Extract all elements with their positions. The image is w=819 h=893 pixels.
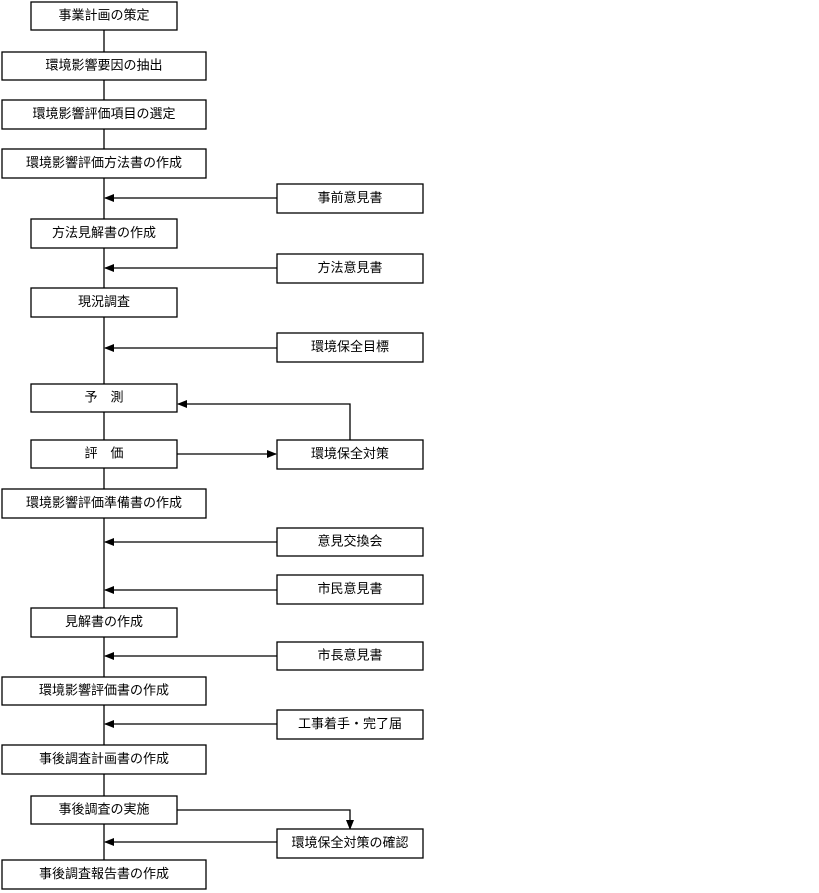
step-box (30, 439, 178, 469)
arrow-m13-to-s9 (176, 809, 354, 830)
step-followup-survey: 事後調査の実施 (30, 795, 178, 825)
step-opinion-document: 見解書の作成 (30, 607, 178, 638)
step-label: 事業計画の策定 (58, 8, 149, 24)
input-pre-opinion: 事前意見書 (276, 183, 424, 214)
step-box (1, 148, 207, 179)
input-label: 環境保全対策の確認 (291, 835, 408, 851)
step-followup-report: 事後調査報告書の作成 (1, 859, 207, 890)
step-preparation-document: 環境影響評価準備書の作成 (1, 488, 207, 519)
step-label: 事後調査報告書の作成 (39, 867, 169, 882)
input-opinion-exchange: 意見交換会 (276, 527, 424, 557)
step-label: 現況調査 (78, 295, 130, 310)
step-label: 事後調査計画書の作成 (39, 751, 169, 767)
input-label: 方法意見書 (317, 260, 382, 276)
step-box (1, 488, 207, 519)
input-box (276, 527, 424, 557)
input-label: 市民意見書 (317, 581, 382, 597)
step-label: 環境影響評価準備書の作成 (26, 495, 182, 511)
input-conservation-goal: 環境保全目標 (276, 332, 424, 363)
step-label: 環境影響評価項目の選定 (32, 106, 175, 122)
main-steps: 事業計画の策定 環境影響要因の抽出 環境影響評価項目の選定 環境影響評価方法書の… (1, 1, 207, 890)
input-measures-confirmation: 環境保全対策の確認 (276, 828, 424, 859)
step-prediction: 予 測 (30, 383, 178, 413)
step-box (30, 218, 178, 249)
step-box (1, 51, 207, 81)
input-box (276, 183, 424, 214)
step-label: 予 測 (84, 391, 123, 406)
step-label: 環境影響評価方法書の作成 (26, 155, 182, 171)
arrow-s4-to-m7 (177, 400, 351, 440)
input-construction-notice: 工事着手・完了届 (276, 709, 424, 740)
step-label: 環境影響要因の抽出 (45, 58, 162, 74)
step-business-plan: 事業計画の策定 (30, 1, 178, 31)
step-box (30, 1, 178, 31)
step-method-opinion: 方法見解書の作成 (30, 218, 178, 249)
side-inputs: 事前意見書 方法意見書 環境保全目標 環境保全対策 意見交換会 市民意見書 市長… (276, 183, 424, 859)
step-box (30, 383, 178, 413)
input-label: 意見交換会 (317, 534, 382, 550)
step-item-selection: 環境影響評価項目の選定 (1, 99, 207, 130)
step-current-survey: 現況調査 (30, 287, 178, 318)
input-box (276, 439, 424, 470)
step-box (30, 287, 178, 318)
step-label: 事後調査の実施 (58, 802, 149, 818)
step-assessment-document: 環境影響評価書の作成 (1, 676, 207, 706)
input-method-opinion: 方法意見書 (276, 253, 424, 284)
input-label: 環境保全対策 (311, 446, 389, 462)
input-box (276, 574, 424, 605)
input-mayor-opinion: 市長意見書 (276, 641, 424, 671)
evaluation-loop-arrows (177, 400, 351, 458)
input-label: 市長意見書 (317, 648, 382, 664)
step-method-document: 環境影響評価方法書の作成 (1, 148, 207, 179)
input-label: 事前意見書 (317, 190, 382, 206)
step-box (1, 99, 207, 130)
step-box (30, 607, 178, 638)
step-box (1, 859, 207, 890)
step-label: 方法見解書の作成 (52, 225, 156, 241)
input-label: 工事着手・完了届 (298, 716, 402, 732)
input-label: 環境保全目標 (311, 339, 389, 355)
step-box (30, 795, 178, 825)
step-impact-factors: 環境影響要因の抽出 (1, 51, 207, 81)
input-box (276, 253, 424, 284)
side-input-arrows (104, 194, 277, 846)
step-box (1, 676, 207, 706)
step-evaluation: 評 価 (30, 439, 178, 469)
input-box (276, 332, 424, 363)
input-conservation-measures: 環境保全対策 (276, 439, 424, 470)
step-box (1, 744, 207, 775)
step-label: 環境影響評価書の作成 (39, 683, 169, 699)
input-box (276, 828, 424, 859)
input-citizen-opinion: 市民意見書 (276, 574, 424, 605)
step-label: 見解書の作成 (65, 615, 143, 630)
input-box (276, 641, 424, 671)
step-label: 評 価 (84, 447, 123, 462)
input-box (276, 709, 424, 740)
step-followup-plan: 事後調査計画書の作成 (1, 744, 207, 775)
